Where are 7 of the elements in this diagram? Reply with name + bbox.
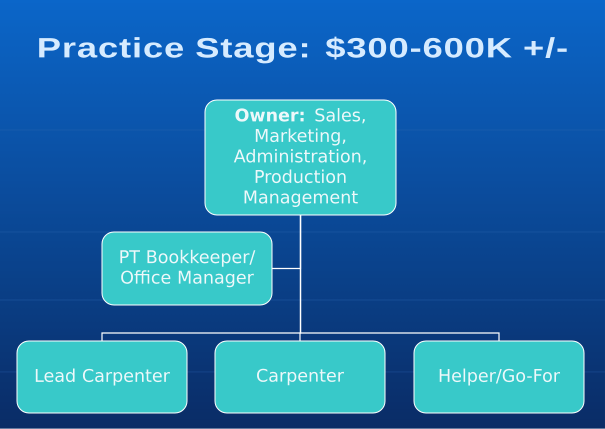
org-box: Helper/Go-For <box>414 340 584 414</box>
org-box: Owner: Sales, Marketing, Administration, Production Management <box>204 100 396 216</box>
org-box: PT Bookkeeper/ Office Manager <box>102 232 272 306</box>
connector-line <box>300 216 500 340</box>
org-box: Carpenter <box>214 340 386 414</box>
title: Practice Stage: $300-600K +/- <box>39 36 567 64</box>
org-box: Lead Carpenter <box>16 340 188 414</box>
